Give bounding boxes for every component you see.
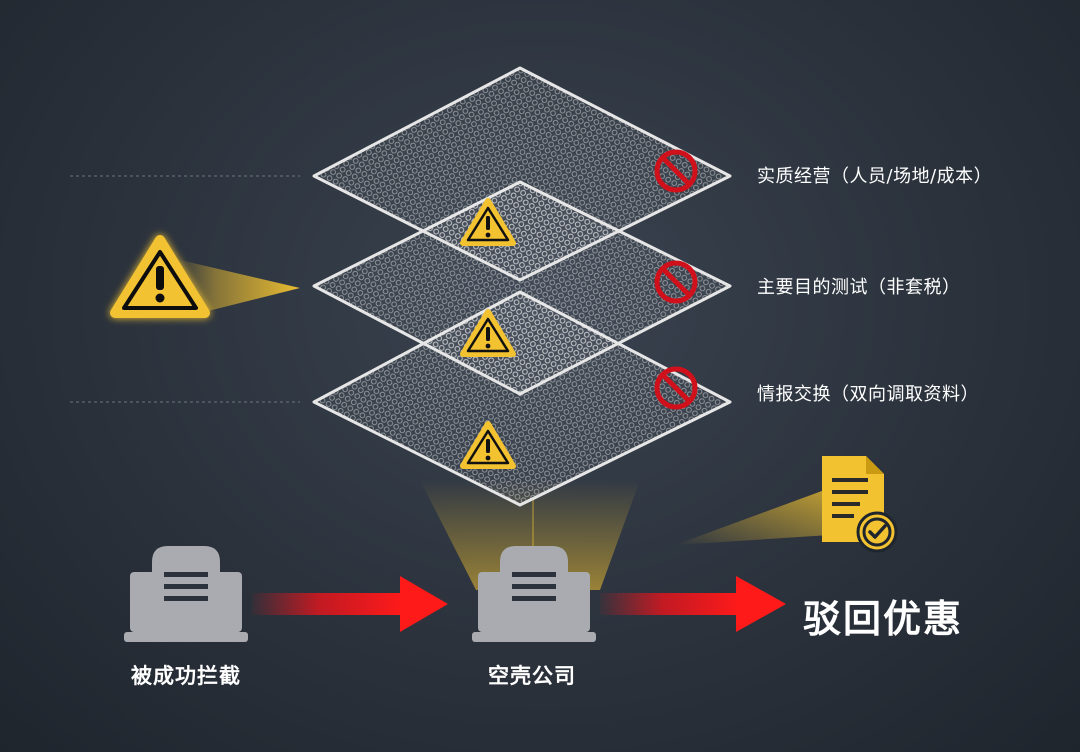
mesh-layer-1 (312, 66, 732, 282)
arrow-to-shell-company (252, 576, 448, 632)
warning-icon-large (110, 235, 210, 318)
arrow-to-rejection (600, 576, 786, 632)
layer-label-purpose-test: 主要目的测试（非套税） (757, 277, 961, 298)
mesh-layer-3 (312, 290, 732, 507)
warning-beam (180, 260, 300, 318)
shell-company-label: 空壳公司 (488, 664, 576, 688)
mesh-layer-2 (312, 180, 732, 396)
layer-label-info-exchange: 情报交换（双向调取资料） (757, 384, 979, 405)
document-beam (675, 488, 830, 545)
warning-icon-layer-1 (460, 198, 516, 246)
start-label: 被成功拦截 (131, 664, 241, 688)
warning-icon-layer-2 (460, 309, 516, 357)
warning-icon-layer-3 (460, 421, 516, 469)
upward-beam (420, 480, 640, 590)
prohibited-icon-layer-2 (654, 260, 698, 304)
approved-document-icon (822, 456, 898, 553)
result-label: 驳回优惠 (803, 597, 964, 641)
building-icon-intercepted (124, 546, 248, 642)
building-icon-shell-company (472, 546, 596, 642)
prohibited-icon-layer-1 (654, 149, 698, 193)
prohibited-icon-layer-3 (654, 366, 698, 410)
layer-label-substance: 实质经营（人员/场地/成本） (757, 166, 993, 187)
